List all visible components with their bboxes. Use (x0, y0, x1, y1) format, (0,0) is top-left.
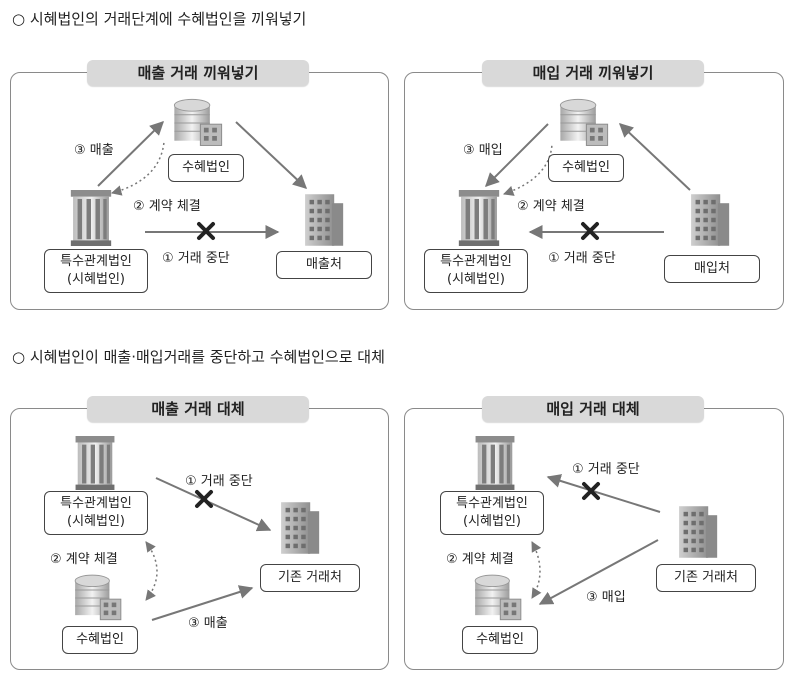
label-step2: ② 계약 체결 (50, 552, 118, 567)
label-step3: ③ 매입 (463, 143, 503, 158)
box-label: 기존 거래처 (674, 570, 738, 585)
tab-sales-replace: 매출 거래 대체 (87, 396, 309, 422)
office-building-icon (305, 194, 344, 246)
box-label: 매입처 (694, 261, 730, 276)
box-customer: 매출처 (276, 251, 372, 279)
office-building-icon (691, 194, 730, 246)
office-building-icon (281, 502, 320, 554)
box-label: (시혜법인) (67, 272, 125, 287)
box-related-company: 특수관계법인 (시혜법인) (44, 249, 148, 293)
label-step3: ③ 매입 (586, 590, 626, 605)
box-label: 매출처 (306, 257, 342, 272)
label-step1: ① 거래 중단 (548, 251, 616, 266)
pillar-building-icon (475, 436, 515, 490)
box-existing-partner: 기존 거래처 (656, 564, 756, 592)
round-building-icon (74, 574, 122, 621)
box-related-company: 특수관계법인 (시혜법인) (440, 491, 544, 535)
pillar-building-icon (75, 436, 115, 490)
box-supplier: 매입처 (664, 255, 760, 283)
box-label: 특수관계법인 (60, 496, 132, 511)
box-label: 기존 거래처 (278, 570, 342, 585)
box-label: 특수관계법인 (60, 254, 132, 269)
pillar-building-icon (458, 190, 500, 246)
box-label: 수혜법인 (476, 632, 524, 647)
box-beneficiary: 수혜법인 (548, 154, 624, 182)
box-related-company: 특수관계법인 (시혜법인) (44, 491, 148, 535)
box-beneficiary: 수혜법인 (168, 154, 244, 182)
cross-mark-icon (581, 222, 599, 240)
tab-purchase-insert: 매입 거래 끼워넣기 (482, 60, 704, 86)
cross-mark-icon (195, 490, 213, 508)
box-label: (시혜법인) (447, 272, 505, 287)
box-beneficiary: 수혜법인 (462, 626, 538, 654)
box-existing-partner: 기존 거래처 (260, 564, 360, 592)
label-step2: ② 계약 체결 (517, 199, 585, 214)
pillar-building-icon (70, 190, 112, 246)
cross-mark-icon (582, 482, 600, 500)
label-step2: ② 계약 체결 (133, 199, 201, 214)
label-step1: ① 거래 중단 (572, 462, 640, 477)
label-step1: ① 거래 중단 (185, 474, 253, 489)
label-step3: ③ 매출 (74, 143, 114, 158)
box-label: 특수관계법인 (456, 496, 528, 511)
office-building-icon (679, 506, 718, 558)
box-label: 수혜법인 (182, 160, 230, 175)
round-building-icon (474, 574, 522, 621)
tab-sales-insert: 매출 거래 끼워넣기 (87, 60, 309, 86)
round-building-icon (559, 98, 609, 147)
box-related-company: 특수관계법인 (시혜법인) (424, 249, 528, 293)
label-step2: ② 계약 체결 (446, 552, 514, 567)
box-beneficiary: 수혜법인 (62, 626, 138, 654)
round-building-icon (173, 98, 223, 147)
box-label: 특수관계법인 (440, 254, 512, 269)
tab-purchase-replace: 매입 거래 대체 (482, 396, 704, 422)
heading-replace: ○ 시혜법인이 매출·매입거래를 중단하고 수혜법인으로 대체 (12, 348, 385, 366)
box-label: (시혜법인) (463, 514, 521, 529)
cross-mark-icon (197, 222, 215, 240)
box-label: 수혜법인 (76, 632, 124, 647)
label-step1: ① 거래 중단 (162, 251, 230, 266)
box-label: (시혜법인) (67, 514, 125, 529)
box-label: 수혜법인 (562, 160, 610, 175)
label-step3: ③ 매출 (188, 616, 228, 631)
heading-insert: ○ 시혜법인의 거래단계에 수혜법인을 끼워넣기 (12, 10, 307, 28)
